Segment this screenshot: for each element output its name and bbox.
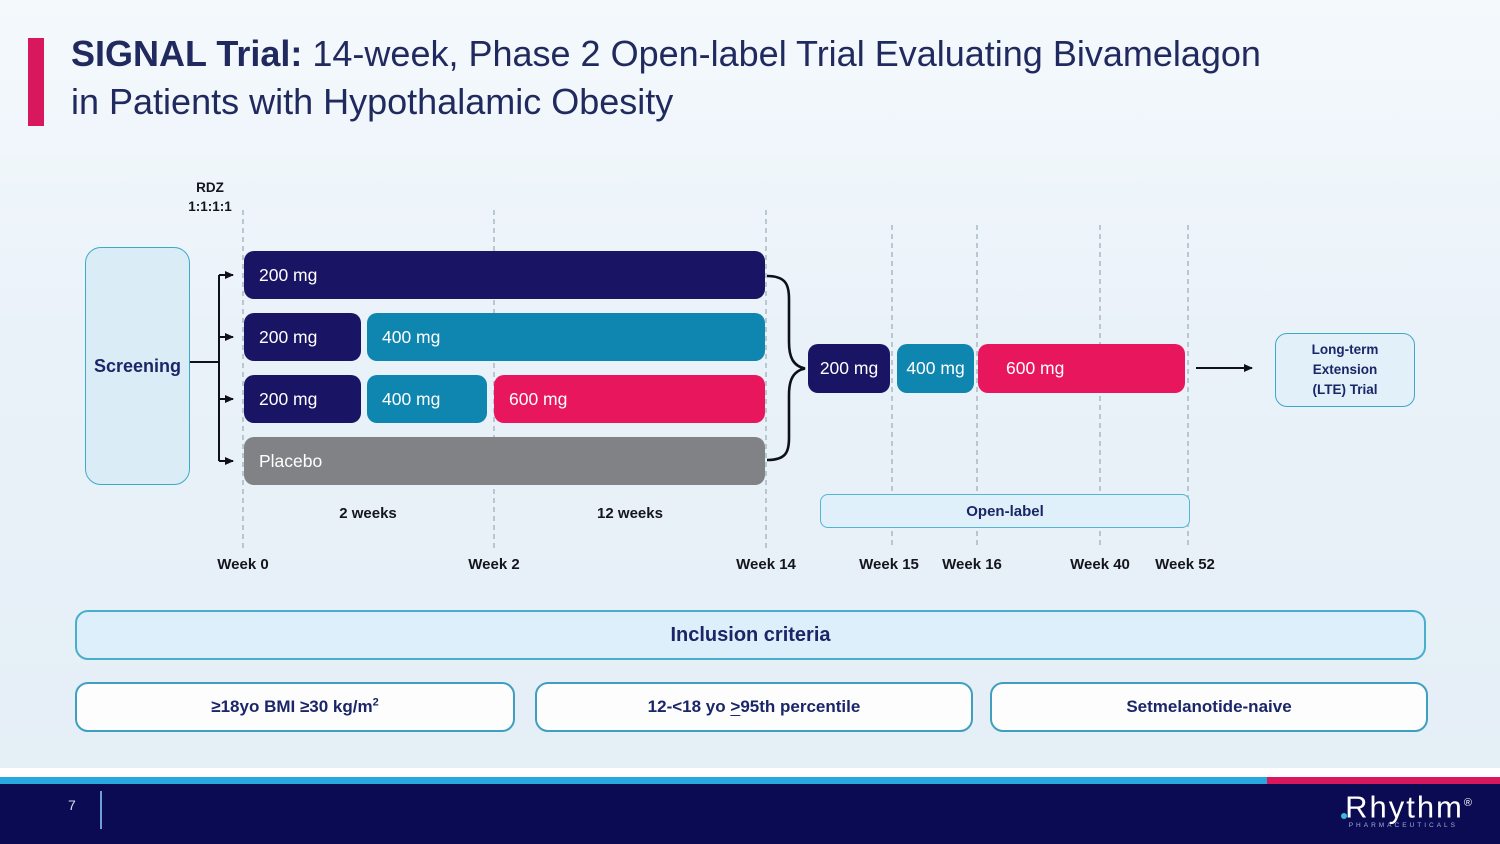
week-label: Week 0 <box>217 556 269 573</box>
merge-bracket <box>766 274 806 462</box>
title-bold: SIGNAL Trial: <box>71 33 303 74</box>
criterion-naive-text: Setmelanotide-naive <box>1126 697 1292 716</box>
title-line-2: in Patients with Hypothalamic Obesity <box>71 81 674 122</box>
week-label: Week 40 <box>1070 556 1130 573</box>
open-label-dose-box: 400 mg <box>897 344 974 393</box>
open-label-banner: Open-label <box>820 494 1190 528</box>
page-number: 7 <box>68 797 76 813</box>
page-title: SIGNAL Trial: 14-week, Phase 2 Open-labe… <box>71 30 1471 126</box>
rhythm-logo: Rhythm® PHARMACEUTICALS <box>1341 786 1472 830</box>
logo-dot-icon <box>1341 813 1348 820</box>
registered-mark: ® <box>1463 797 1472 809</box>
randomization-label: RDZ 1:1:1:1 <box>188 180 232 214</box>
arm-4-dose-box: Placebo <box>244 437 765 485</box>
week-label: Week 15 <box>859 556 919 573</box>
rhythm-logo-word: Rhythm® <box>1341 786 1472 825</box>
criterion-adult-bmi: ≥18yo BMI ≥30 kg/m2 <box>75 682 515 732</box>
title-line-1-rest: 14-week, Phase 2 Open-label Trial Evalua… <box>302 33 1261 74</box>
arm-3-dose-box: 400 mg <box>367 375 487 423</box>
footer: 7 Rhythm® PHARMACEUTICALS <box>0 784 1500 844</box>
arm-2-dose-box: 400 mg <box>367 313 765 361</box>
arm-2-dose-box: 200 mg <box>244 313 361 361</box>
screening-label: Screening <box>93 355 182 376</box>
footer-cyan-stripe <box>0 777 1267 784</box>
week-label: Week 2 <box>468 556 520 573</box>
inclusion-criteria-header: Inclusion criteria <box>75 610 1426 660</box>
criterion-adolescent-percentile: 12-<18 yo >95th percentile <box>535 682 973 732</box>
geq-symbol: > <box>730 697 741 716</box>
brand-name: Rhythm <box>1345 789 1464 825</box>
title-line-1: SIGNAL Trial: 14-week, Phase 2 Open-labe… <box>71 30 1471 78</box>
open-label-dose-box: 200 mg <box>808 344 890 393</box>
criterion-setmelanotide-naive: Setmelanotide-naive <box>990 682 1428 732</box>
footer-pink-stripe <box>1267 777 1500 784</box>
week-label: Week 16 <box>942 556 1002 573</box>
criterion-adult-text: ≥18yo BMI ≥30 kg/m <box>211 697 373 716</box>
arm-3-dose-box: 600 mg <box>494 375 765 423</box>
screening-branch-lines <box>190 271 1253 465</box>
footer-white-strip <box>0 768 1500 777</box>
arm-1-dose-box: 200 mg <box>244 251 765 299</box>
criterion-adult-superscript: 2 <box>372 696 379 709</box>
duration-label: 12 weeks <box>597 505 663 522</box>
brand-subtitle: PHARMACEUTICALS <box>1348 822 1458 830</box>
duration-label: 2 weeks <box>339 505 397 522</box>
criterion-adolescent-rest: 95th percentile <box>740 697 861 716</box>
week-label: Week 14 <box>736 556 796 573</box>
lte-box: Long-term Extension (LTE) Trial <box>1275 333 1415 407</box>
inclusion-criteria-title: Inclusion criteria <box>670 623 831 646</box>
screening-box: Screening <box>85 247 190 485</box>
criterion-adolescent-prefix: 12-<18 yo <box>647 697 731 716</box>
footer-separator <box>100 791 102 829</box>
title-accent-bar <box>28 38 44 126</box>
open-label-dose-box: 600 mg <box>978 344 1185 393</box>
week-label: Week 52 <box>1155 556 1215 573</box>
arm-3-dose-box: 200 mg <box>244 375 361 423</box>
